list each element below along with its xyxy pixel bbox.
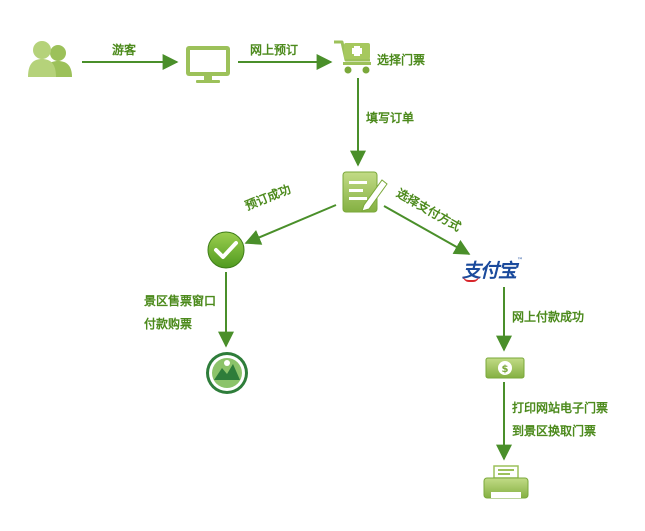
form-edit-icon — [342, 171, 388, 213]
label-fill-order: 填写订单 — [366, 111, 415, 125]
arrow-form-to-check — [244, 204, 337, 245]
label-online-booking: 网上预订 — [250, 43, 299, 57]
check-circle-icon — [207, 231, 245, 269]
trademark-icon: ™ — [517, 257, 524, 264]
label-print-2: 到景区换取门票 — [512, 424, 597, 438]
printer-icon — [483, 465, 529, 499]
users-icon — [28, 41, 72, 77]
cart-icon — [334, 40, 371, 74]
monitor-icon — [186, 46, 230, 83]
label-visitor: 游客 — [112, 43, 137, 57]
svg-text:$: $ — [502, 364, 509, 375]
money-icon: $ — [485, 357, 525, 379]
label-scenic-window-1: 景区售票窗口 — [144, 294, 217, 308]
scenic-seal-icon — [206, 352, 248, 394]
label-online-paid: 网上付款成功 — [512, 310, 585, 324]
alipay-logo-accent — [463, 276, 479, 282]
label-print-1: 打印网站电子门票 — [512, 401, 609, 415]
label-choose-ticket: 选择门票 — [377, 53, 426, 67]
arrow-form-to-alipay — [383, 205, 471, 255]
label-scenic-window-2: 付款购票 — [144, 317, 193, 331]
